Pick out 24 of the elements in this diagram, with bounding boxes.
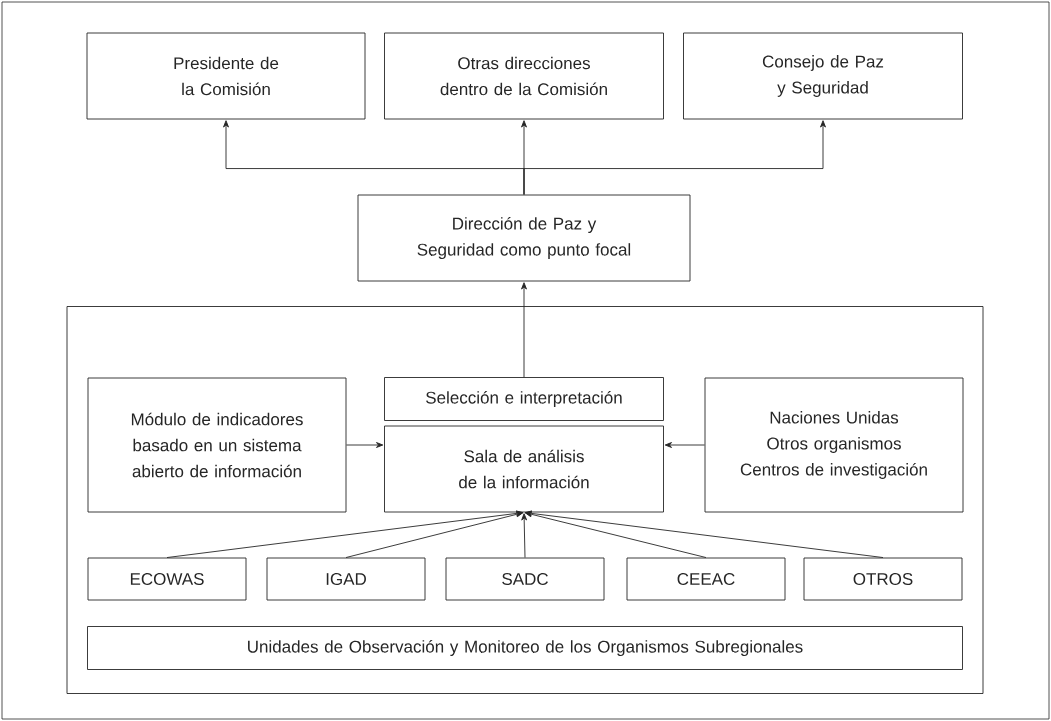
arrow bbox=[524, 511, 707, 558]
process-box: Unidades de Observación y Monitoreo de los Organismos Subregionales bbox=[87, 626, 963, 670]
process-box: Dirección de Paz y Seguridad como punto focal bbox=[357, 194, 691, 282]
arrow bbox=[346, 442, 384, 448]
process-box: Otras direcciones dentro de la Comisión bbox=[384, 32, 664, 120]
group-frame bbox=[66, 306, 984, 694]
process-box: CEEAC bbox=[626, 557, 786, 601]
process-box: Naciones Unidas Otros organismos Centros de investigación bbox=[704, 377, 964, 513]
arrow bbox=[345, 511, 524, 558]
process-box: Consejo de Paz y Seguridad bbox=[683, 32, 963, 120]
process-box: SADC bbox=[445, 557, 605, 601]
process-box: IGAD bbox=[266, 557, 426, 601]
arrow bbox=[664, 442, 705, 448]
process-box: ECOWAS bbox=[87, 557, 247, 601]
process-box: Sala de análisis de la información bbox=[384, 425, 664, 513]
arrow bbox=[523, 120, 826, 195]
process-box: Presidente de la Comisión bbox=[86, 32, 366, 120]
arrow bbox=[521, 513, 528, 558]
process-box: Módulo de indicadores basado en un sistema abierto de información bbox=[87, 377, 347, 513]
arrow bbox=[524, 510, 884, 558]
process-box: OTROS bbox=[803, 557, 963, 601]
arrow bbox=[521, 282, 527, 378]
process-box: Selección e interpretación bbox=[384, 377, 664, 421]
arrow bbox=[166, 510, 524, 558]
